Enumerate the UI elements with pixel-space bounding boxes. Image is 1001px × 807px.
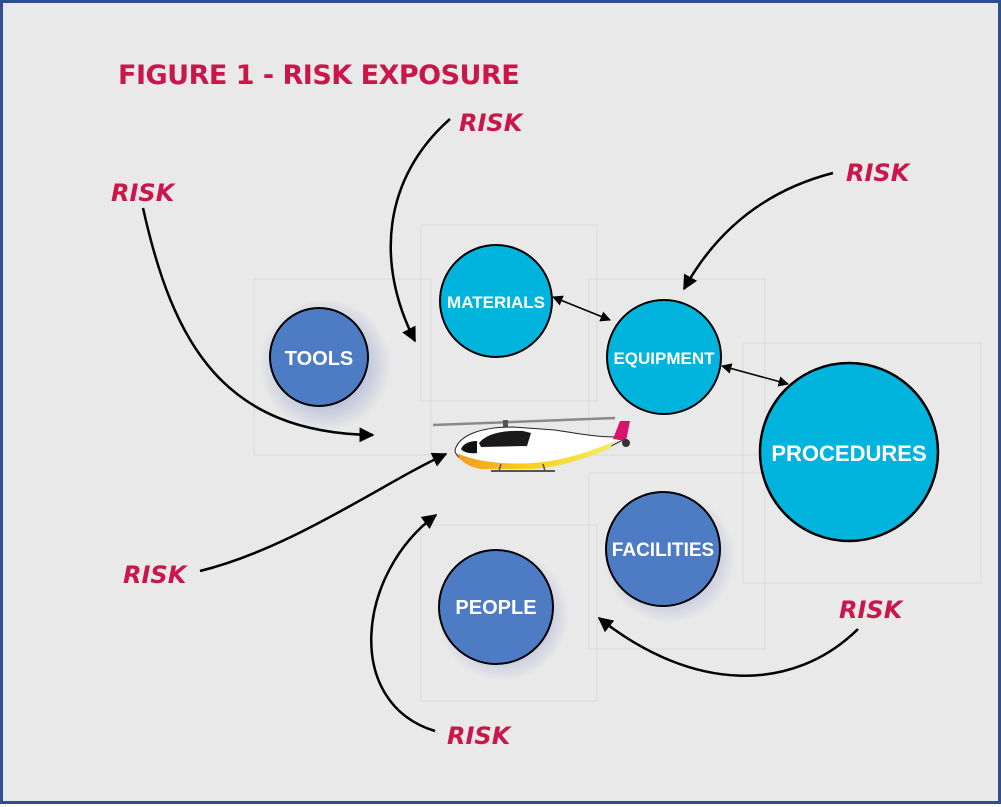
figure-title: FIGURE 1 - RISK EXPOSURE bbox=[118, 60, 519, 91]
node-equipment: EQUIPMENT bbox=[606, 299, 722, 415]
risk-label: RISK bbox=[111, 179, 177, 207]
risk-arrow-bottom-center bbox=[370, 513, 438, 733]
node-people: PEOPLE bbox=[438, 549, 554, 665]
node-people-label: PEOPLE bbox=[455, 597, 536, 619]
risk-arrow-bottom-left bbox=[199, 452, 448, 573]
risk-arrow-top-center bbox=[389, 118, 451, 343]
node-facilities: FACILITIES bbox=[605, 491, 721, 607]
node-procedures: PROCEDURES bbox=[758, 361, 940, 543]
node-materials: MATERIALS bbox=[439, 244, 553, 358]
equipment-procedures-connector bbox=[720, 363, 790, 387]
risk-label: RISK bbox=[846, 159, 912, 187]
node-procedures-label: PROCEDURES bbox=[771, 441, 926, 466]
node-facilities-label: FACILITIES bbox=[612, 540, 714, 561]
helicopter-icon bbox=[432, 416, 630, 472]
risk-arrow-bottom-right bbox=[597, 617, 859, 677]
node-equipment-label: EQUIPMENT bbox=[613, 349, 715, 368]
risk-arrow-top-right bbox=[682, 171, 834, 291]
node-tools-label: TOOLS bbox=[285, 348, 354, 370]
materials-equipment-connector bbox=[552, 295, 611, 322]
risk-arrow-top-left bbox=[141, 207, 375, 443]
node-tools: TOOLS bbox=[269, 307, 369, 407]
risk-label: RISK bbox=[459, 109, 525, 137]
risk-exposure-diagram: FIGURE 1 - RISK EXPOSURE TOOLS MATERIALS… bbox=[111, 60, 982, 750]
risk-label: RISK bbox=[123, 561, 189, 589]
risk-label: RISK bbox=[447, 722, 513, 750]
node-materials-label: MATERIALS bbox=[447, 293, 545, 312]
risk-label: RISK bbox=[839, 596, 905, 624]
